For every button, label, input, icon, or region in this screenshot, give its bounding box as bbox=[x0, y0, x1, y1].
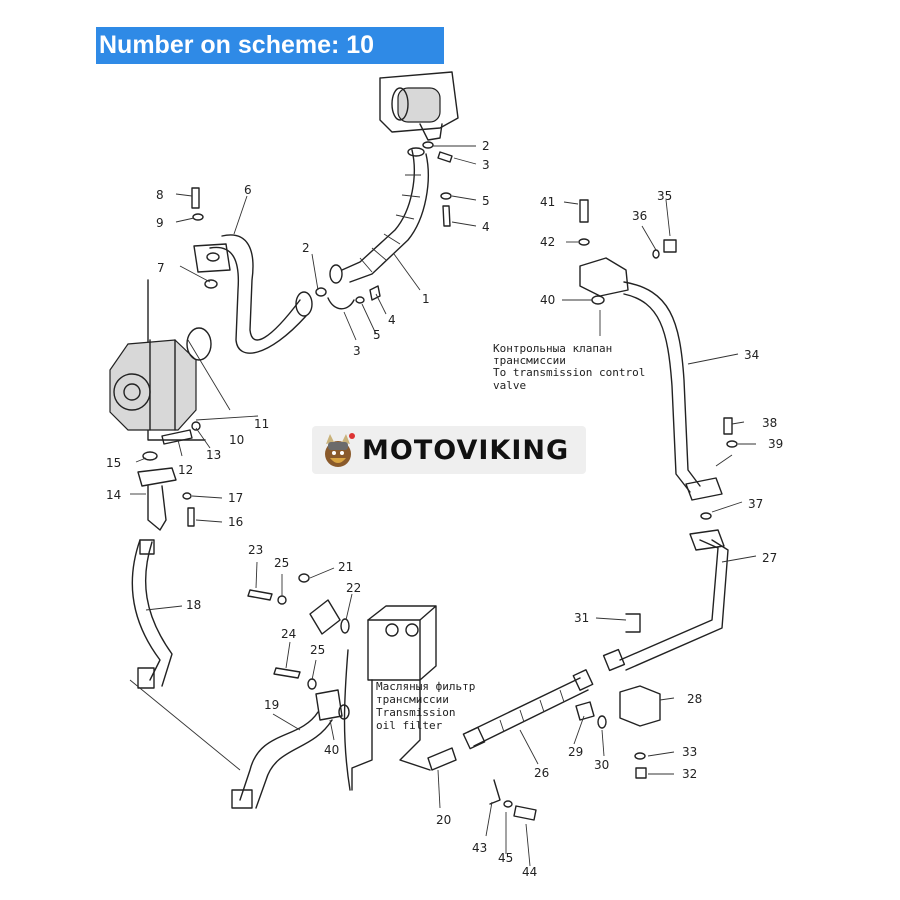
callout-13: 13 bbox=[206, 448, 221, 462]
hose-part-1 bbox=[329, 147, 429, 284]
callout-6: 6 bbox=[244, 183, 252, 197]
callout-4: 4 bbox=[482, 220, 490, 234]
callout-27: 27 bbox=[762, 551, 777, 565]
callout-25: 25 bbox=[274, 556, 289, 570]
callout-2: 2 bbox=[482, 139, 490, 153]
control-valve-label-ru-2: трансмиссии bbox=[493, 354, 566, 367]
callout-21: 21 bbox=[338, 560, 353, 574]
bracket-part-28 bbox=[489, 613, 661, 821]
callout-5: 5 bbox=[373, 328, 381, 342]
callout-39: 39 bbox=[768, 437, 783, 451]
top-flange-part bbox=[379, 71, 459, 141]
callout-26: 26 bbox=[534, 766, 549, 780]
callout-41: 41 bbox=[540, 195, 555, 209]
callout-42: 42 bbox=[540, 235, 555, 249]
callout-29: 29 bbox=[568, 745, 583, 759]
fittings-top bbox=[315, 141, 453, 310]
callout-4: 4 bbox=[388, 313, 396, 327]
bracket-part-14 bbox=[137, 467, 195, 531]
callout-3: 3 bbox=[482, 158, 490, 172]
callout-35: 35 bbox=[657, 189, 672, 203]
callout-28: 28 bbox=[687, 692, 702, 706]
scheme-number-badge: Number on scheme: 10 bbox=[96, 27, 444, 64]
oil-filter-label-ru-1: Масляныя фильтр bbox=[376, 680, 475, 693]
callout-8: 8 bbox=[156, 188, 164, 202]
control-valve-label-en-2: valve bbox=[493, 379, 526, 392]
pipe-part-34 bbox=[578, 199, 738, 501]
callout-31: 31 bbox=[574, 611, 589, 625]
callout-17: 17 bbox=[228, 491, 243, 505]
hose-part-19 bbox=[129, 679, 350, 809]
callout-3: 3 bbox=[353, 344, 361, 358]
callout-14: 14 bbox=[106, 488, 121, 502]
viking-mascot-icon bbox=[325, 433, 355, 467]
callout-1: 1 bbox=[422, 292, 430, 306]
hose-part-18 bbox=[131, 539, 173, 689]
callout-16: 16 bbox=[228, 515, 243, 529]
pump-assembly bbox=[109, 279, 212, 461]
oil-filter-label-en-2: oil filter bbox=[376, 719, 443, 732]
pipe-part-27 bbox=[602, 512, 729, 672]
callout-9: 9 bbox=[156, 216, 164, 230]
callout-38: 38 bbox=[762, 416, 777, 430]
callout-44: 44 bbox=[522, 865, 537, 879]
callout-40: 40 bbox=[324, 743, 339, 757]
callout-32: 32 bbox=[682, 767, 697, 781]
callout-33: 33 bbox=[682, 745, 697, 759]
control-valve-label-ru-1: Контрольныа клапан bbox=[493, 342, 612, 355]
callout-numbers: 2 3 5 4 1 2 3 5 4 6 7 8 9 10 11 12 13 15… bbox=[106, 139, 783, 879]
brand-name: MOTOVIKING bbox=[362, 434, 570, 466]
hose-part-26 bbox=[462, 669, 594, 750]
bolts-left-middle bbox=[247, 573, 317, 690]
callout-22: 22 bbox=[346, 581, 361, 595]
callout-leaders bbox=[130, 145, 757, 867]
callout-15: 15 bbox=[106, 456, 121, 470]
callout-30: 30 bbox=[594, 758, 609, 772]
callout-23: 23 bbox=[248, 543, 263, 557]
callout-12: 12 bbox=[178, 463, 193, 477]
callout-5: 5 bbox=[482, 194, 490, 208]
callout-19: 19 bbox=[264, 698, 279, 712]
control-valve-label-en-1: To transmission control bbox=[493, 366, 645, 379]
callout-10: 10 bbox=[229, 433, 244, 447]
callout-20: 20 bbox=[436, 813, 451, 827]
callout-34: 34 bbox=[744, 348, 759, 362]
oil-filter-assembly bbox=[309, 599, 457, 791]
callout-7: 7 bbox=[157, 261, 165, 275]
callout-36: 36 bbox=[632, 209, 647, 223]
oil-filter-label-en-1: Transmission bbox=[376, 706, 455, 719]
callout-45: 45 bbox=[498, 851, 513, 865]
callout-43: 43 bbox=[472, 841, 487, 855]
callout-2: 2 bbox=[302, 241, 310, 255]
brand-watermark: MOTOVIKING bbox=[312, 426, 586, 474]
callout-18: 18 bbox=[186, 598, 201, 612]
callout-37: 37 bbox=[748, 497, 763, 511]
oil-filter-label-ru-2: трансмиссии bbox=[376, 693, 449, 706]
callout-24: 24 bbox=[281, 627, 296, 641]
callout-11: 11 bbox=[254, 417, 269, 431]
callout-40: 40 bbox=[540, 293, 555, 307]
hose-part-6 bbox=[191, 187, 313, 354]
callout-25: 25 bbox=[310, 643, 325, 657]
